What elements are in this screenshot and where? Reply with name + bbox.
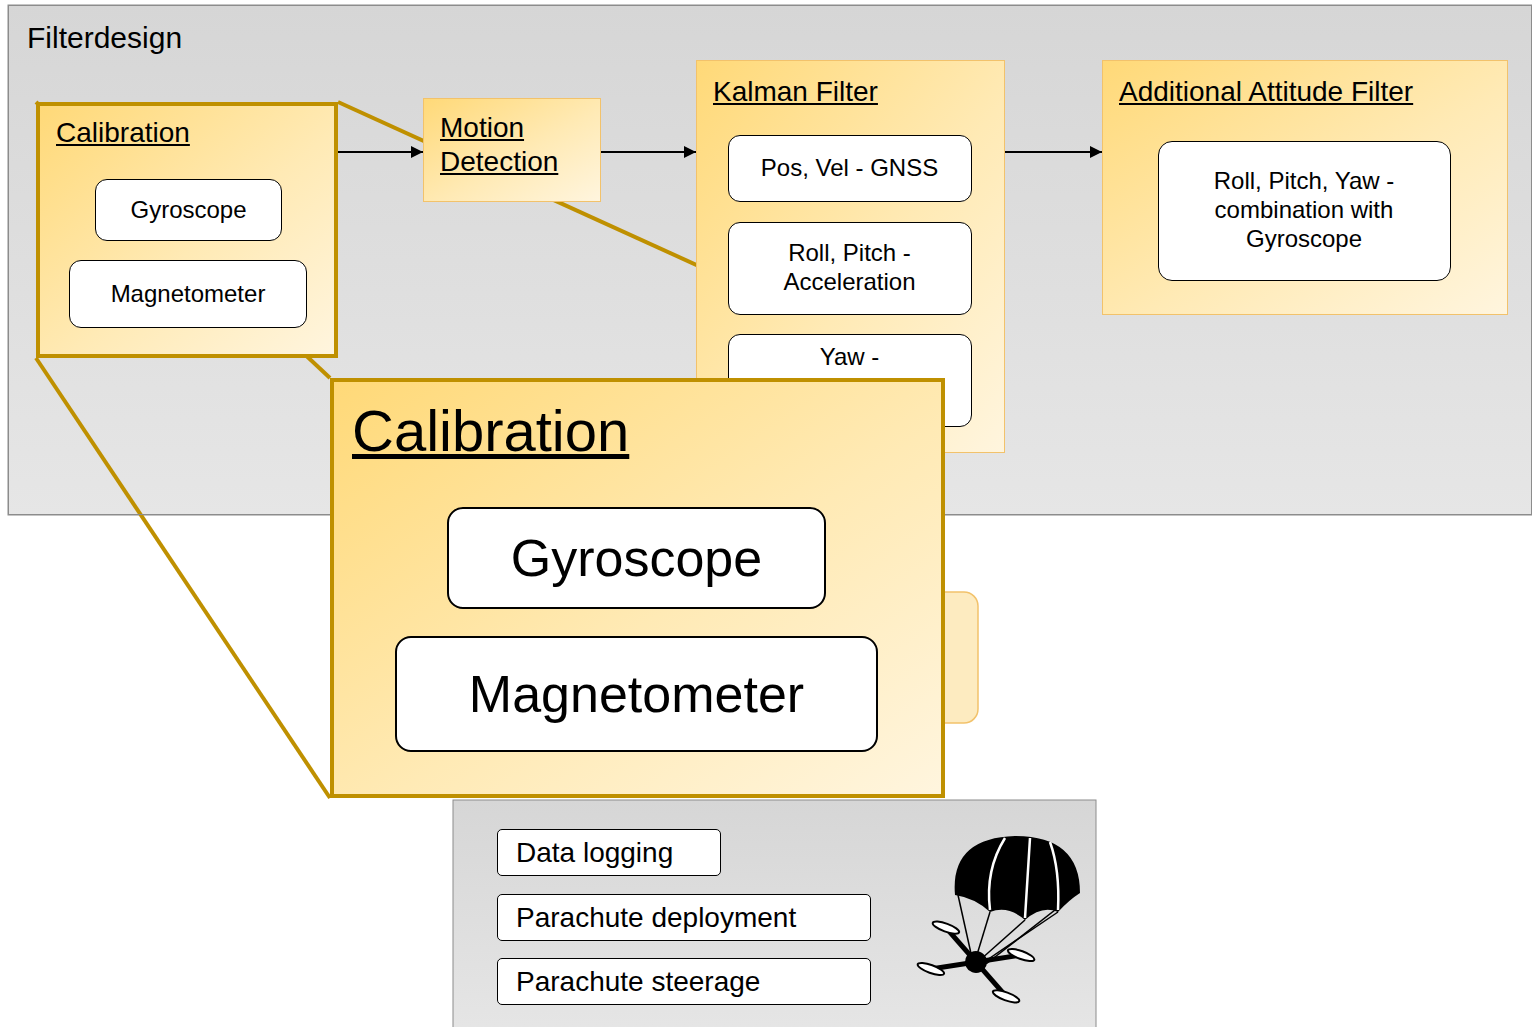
box-label: Gyroscope — [130, 196, 246, 225]
group-heading: Filterdesign — [27, 20, 1513, 56]
output-panel — [453, 800, 1096, 1027]
box-label: Parachute deployment — [516, 901, 796, 935]
function-box: Parachute steerage — [497, 958, 871, 1005]
zoom-box: CalibrationGyroscopeMagnetometer — [330, 378, 945, 798]
box-label: Parachute steerage — [516, 965, 760, 999]
process-box: Roll, Pitch, Yaw - combination with Gyro… — [1158, 141, 1451, 281]
drone-arm — [931, 928, 1021, 997]
seam — [1025, 838, 1030, 918]
box-label: Roll, Pitch, Yaw - combination with Gyro… — [1171, 167, 1438, 253]
drone-arm — [931, 928, 1021, 997]
box-label: Data logging — [516, 836, 673, 870]
function-box: Data logging — [497, 829, 721, 876]
process-box: Pos, Vel - GNSS — [728, 135, 972, 202]
group-heading: Calibration — [352, 396, 923, 466]
rotor — [916, 960, 945, 977]
function-box: Parachute deployment — [497, 894, 871, 941]
group-heading: Additional Attitude Filter — [1119, 75, 1491, 109]
group-box: Additional Attitude FilterRoll, Pitch, Y… — [1102, 60, 1508, 315]
group-heading: Kalman Filter — [713, 75, 988, 109]
process-box: Magnetometer — [395, 636, 878, 752]
group-heading: Calibration — [56, 116, 318, 150]
process-box: Gyroscope — [447, 507, 826, 609]
group-box: Motion Detection — [423, 98, 601, 202]
box-label: Roll, Pitch - Acceleration — [741, 239, 959, 297]
rotor — [931, 919, 960, 936]
drone — [916, 919, 1035, 1005]
seam — [989, 838, 1005, 910]
rotor — [992, 988, 1021, 1005]
group-heading: Motion Detection — [440, 111, 584, 178]
process-box: Roll, Pitch - Acceleration — [728, 222, 972, 315]
group-box: CalibrationGyroscopeMagnetometer — [36, 102, 338, 358]
seam — [1050, 842, 1058, 910]
string — [976, 912, 990, 958]
flow-arrow — [601, 151, 696, 153]
process-box: Magnetometer — [69, 260, 307, 328]
zoom-line — [36, 358, 330, 798]
canopy — [955, 836, 1080, 920]
drone-body — [962, 948, 990, 976]
box-label: Magnetometer — [469, 663, 804, 725]
process-box: Gyroscope — [95, 179, 282, 241]
flow-arrow — [338, 151, 423, 153]
box-label: Yaw - — [820, 343, 880, 372]
box-label: Gyroscope — [511, 527, 762, 589]
box-label: Magnetometer — [111, 280, 266, 309]
flow-arrow — [1005, 151, 1102, 153]
parachute-icon — [916, 836, 1080, 1005]
box-label: Pos, Vel - GNSS — [761, 154, 938, 183]
rotor — [1007, 946, 1036, 963]
canopy-seams — [989, 838, 1058, 918]
